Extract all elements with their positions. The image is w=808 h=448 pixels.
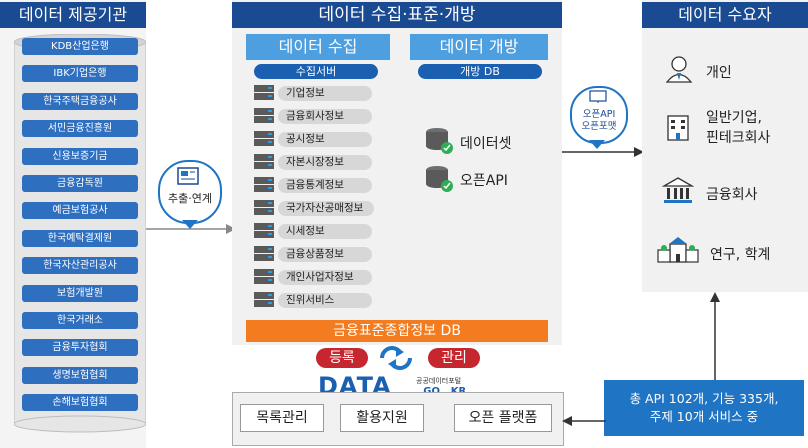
collect-item: 시세정보	[278, 224, 372, 239]
collect-item: 금융회사정보	[278, 109, 372, 124]
up-arrow	[710, 292, 720, 380]
provider-item: 한국거래소	[22, 312, 138, 329]
provider-item: 서민금융진흥원	[22, 120, 138, 138]
bank-icon	[662, 177, 694, 203]
output-arrow	[562, 147, 644, 157]
provider-item: KDB산업은행	[22, 38, 138, 55]
person-icon	[665, 56, 693, 83]
monitor-icon	[589, 90, 607, 103]
openapi-label-1: 오픈API	[582, 109, 616, 120]
provider-item: 보험개발원	[22, 284, 138, 302]
portal-button-support[interactable]: 활용지원	[340, 404, 424, 432]
server-icon	[254, 246, 274, 261]
consumer-company: 일반기업, 핀테크회사	[706, 110, 771, 146]
server-icon	[254, 177, 274, 192]
collect-server: 수집서버	[254, 64, 378, 79]
collect-item: 기업정보	[278, 86, 372, 101]
providers-title: 데이터 제공기관	[0, 2, 146, 28]
collect-item: 개인사업자정보	[278, 270, 372, 285]
consumer-individual: 개인	[706, 65, 732, 81]
collect-item: 금융통계정보	[278, 178, 372, 193]
open-db: 개방 DB	[418, 64, 542, 79]
register-badge: 등록	[316, 348, 368, 368]
server-icon	[254, 154, 274, 169]
server-icon	[254, 292, 274, 307]
openapi-pointer	[589, 140, 605, 149]
consumers-panel	[642, 0, 808, 292]
portal-button-list[interactable]: 목록관리	[240, 404, 324, 432]
collect-item: 국가자산공매정보	[278, 201, 374, 216]
database-icon	[426, 128, 453, 154]
provider-item: 금융감독원	[22, 175, 138, 192]
collect-title: 데이터 수집	[246, 34, 390, 60]
server-icon	[254, 85, 274, 100]
provider-item: 손해보험협회	[22, 394, 138, 412]
collect-item: 진위서비스	[278, 293, 372, 308]
collect-item: 금융상품정보	[278, 247, 372, 262]
center-title: 데이터 수집·표준·개방	[232, 2, 562, 28]
portal-logo-sub: . GO . KR	[416, 386, 466, 397]
consumer-academia: 연구, 학계	[710, 247, 771, 263]
server-icon	[254, 223, 274, 238]
portal-logo-small: 공공데이터포털	[416, 377, 462, 385]
document-icon	[177, 167, 199, 185]
sync-icon	[380, 346, 412, 370]
provider-item: IBK기업은행	[22, 65, 138, 83]
server-icon	[254, 131, 274, 146]
portal-button-platform[interactable]: 오픈 플랫폼	[454, 404, 552, 432]
extract-arrow	[146, 224, 236, 234]
server-icon	[254, 200, 274, 215]
extract-label: 추출·연계	[168, 192, 212, 205]
collect-item: 자본시장정보	[278, 155, 372, 170]
database-icon	[426, 166, 453, 192]
server-icon	[254, 108, 274, 123]
consumers-title: 데이터 수요자	[642, 2, 808, 28]
provider-item: 한국주택금융공사	[22, 92, 138, 110]
extract-pointer	[182, 220, 198, 229]
open-item-openapi: 오픈API	[460, 173, 508, 189]
provider-item: 신용보증기금	[22, 147, 138, 165]
provider-item: 예금보험공사	[22, 202, 138, 220]
left-arrow	[562, 416, 606, 426]
provider-item: 금융투자협회	[22, 339, 138, 357]
db-bar: 금융표준종합정보 DB	[246, 320, 548, 342]
open-item-dataset: 데이터셋	[460, 136, 512, 152]
consumer-financial: 금융회사	[706, 187, 758, 203]
provider-item: 생명보험협회	[22, 366, 138, 384]
open-title: 데이터 개방	[410, 34, 548, 60]
server-icon	[254, 269, 274, 284]
manage-badge: 관리	[428, 348, 480, 368]
provider-item: 한국예탁결제원	[22, 229, 138, 247]
provider-item: 한국자산관리공사	[22, 257, 138, 275]
school-icon	[657, 237, 699, 263]
openapi-label-2: 오픈포맷	[581, 121, 617, 132]
collect-item: 공시정보	[278, 132, 372, 147]
office-building-icon	[667, 115, 689, 141]
stats-box: 총 API 102개, 기능 335개, 주제 10개 서비스 중	[604, 380, 804, 436]
